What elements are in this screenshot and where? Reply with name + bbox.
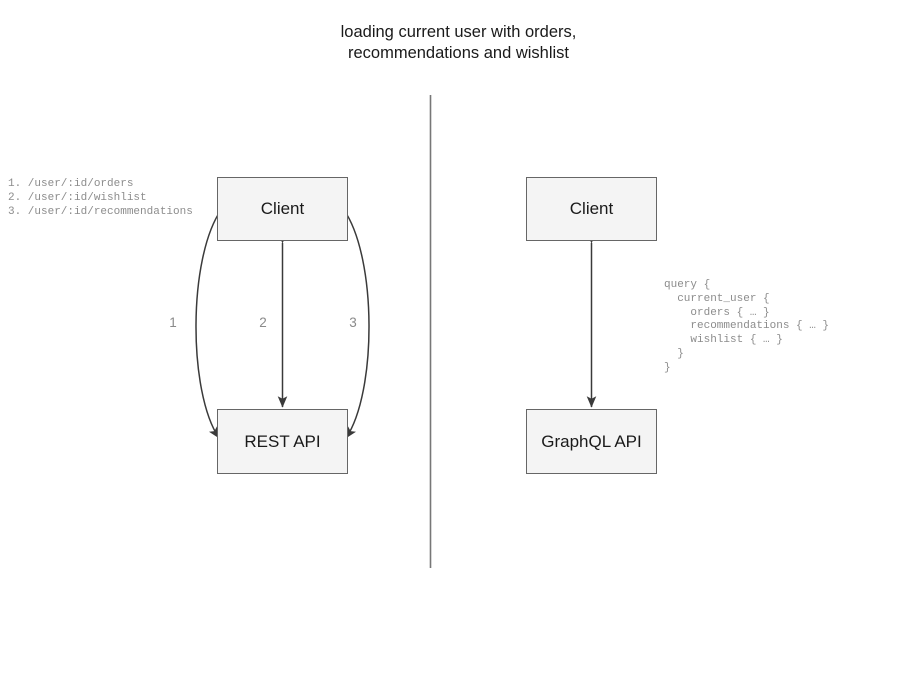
node-rest-api-label: REST API bbox=[244, 431, 321, 451]
node-graphql-api[interactable]: GraphQL API bbox=[526, 409, 657, 474]
rest-endpoints-list: 1. /user/:id/orders 2. /user/:id/wishlis… bbox=[8, 178, 193, 218]
node-graphql-api-label: GraphQL API bbox=[541, 431, 642, 451]
connector-1-path bbox=[195, 198, 232, 439]
diagram-title: loading current user with orders, recomm… bbox=[340, 23, 577, 62]
node-client-rest-label: Client bbox=[260, 199, 305, 218]
edge-label-1: 1 bbox=[169, 315, 177, 330]
node-client-graphql-label: Client bbox=[569, 199, 614, 218]
connector-3-path bbox=[333, 198, 370, 439]
edge-label-2: 2 bbox=[259, 315, 267, 330]
node-client-rest[interactable]: Client bbox=[217, 177, 348, 241]
edge-label-3: 3 bbox=[349, 315, 357, 330]
graphql-query-snippet: query { current_user { orders { … } reco… bbox=[664, 279, 830, 374]
node-client-graphql[interactable]: Client bbox=[526, 177, 657, 241]
node-rest-api[interactable]: REST API bbox=[217, 409, 348, 474]
